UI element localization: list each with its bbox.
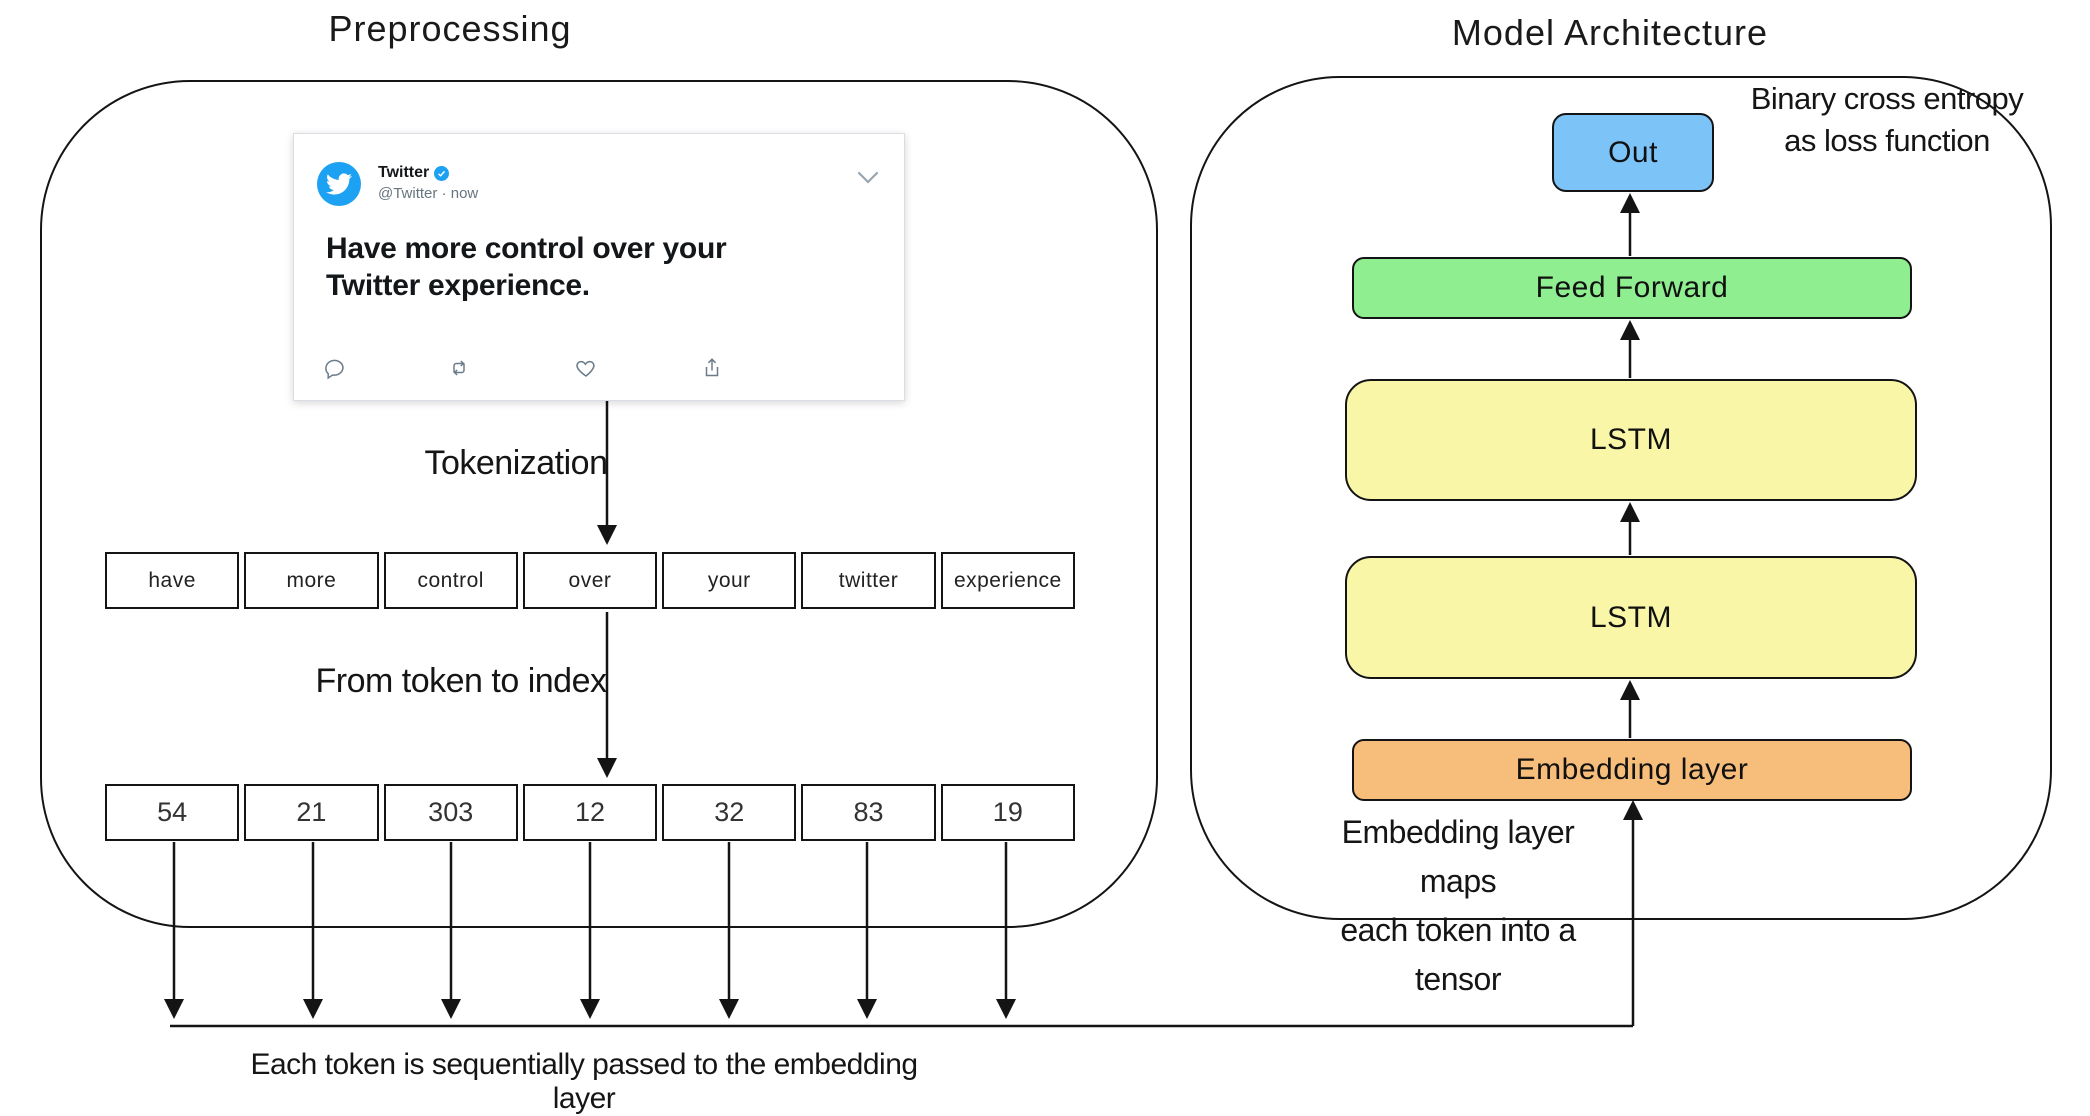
index-cell: 19 <box>940 784 1075 841</box>
twitter-avatar <box>317 162 361 206</box>
feed-forward-label: Feed Forward <box>1535 271 1729 304</box>
like-icon[interactable] <box>574 356 598 380</box>
preprocessing-title: Preprocessing <box>328 8 572 49</box>
preprocessing-container <box>40 80 1158 928</box>
token-row: have more control over your twitter expe… <box>105 552 1075 609</box>
model-architecture-title: Model Architecture <box>1451 12 1769 53</box>
lstm2-label: LSTM <box>1589 600 1672 634</box>
tweet-text: Have more control over your Twitter expe… <box>326 230 886 304</box>
from-token-to-index-label: From token to index <box>315 662 607 700</box>
tweet-author-row: Twitter <box>378 164 478 182</box>
share-icon[interactable] <box>700 356 724 380</box>
index-cell: 21 <box>244 784 379 841</box>
loss-note-line2: as loss function <box>1784 123 1990 158</box>
tweet-text-line2: Twitter experience. <box>326 269 590 302</box>
tokenization-label: Tokenization <box>424 444 608 482</box>
tweet-author-name: Twitter <box>378 164 430 181</box>
index-row: 54 21 303 12 32 83 19 <box>105 784 1075 841</box>
token-cell: experience <box>940 552 1075 609</box>
out-box-label: Out <box>1608 135 1658 169</box>
lstm-box-2: LSTM <box>1345 556 1917 679</box>
embedding-layer-box: Embedding layer <box>1352 739 1912 801</box>
tweet-card: Twitter @Twitter · now Have more control… <box>293 133 905 401</box>
token-cell: have <box>105 552 240 609</box>
lstm-box-1: LSTM <box>1345 379 1917 501</box>
token-cell: control <box>383 552 518 609</box>
verified-badge-icon <box>434 165 450 181</box>
out-box: Out <box>1552 113 1714 192</box>
embedding-note-line2: each token into a tensor <box>1340 912 1576 997</box>
embedding-note-line1: Embedding layer maps <box>1341 814 1575 899</box>
index-cell: 12 <box>522 784 658 841</box>
twitter-bird-icon <box>326 173 352 195</box>
token-cell: your <box>662 552 797 609</box>
chevron-down-icon[interactable] <box>856 170 880 186</box>
token-cell: more <box>244 552 379 609</box>
index-cell: 32 <box>662 784 797 841</box>
lstm1-label: LSTM <box>1589 423 1672 456</box>
feed-forward-box: Feed Forward <box>1352 257 1912 319</box>
reply-icon[interactable] <box>322 356 346 380</box>
token-cell: over <box>522 552 658 609</box>
loss-function-note: Binary cross entropy as loss function <box>1732 78 2042 162</box>
embedding-layer-label: Embedding layer <box>1515 753 1749 786</box>
index-cell: 54 <box>105 784 240 841</box>
embedding-note: Embedding layer maps each token into a t… <box>1308 808 1608 1004</box>
token-cell: twitter <box>801 552 936 609</box>
index-cell: 303 <box>383 784 518 841</box>
tweet-text-line1: Have more control over your <box>326 232 727 265</box>
bottom-caption: Each token is sequentially passed to the… <box>250 1048 918 1115</box>
tweet-handle: @Twitter · now <box>378 185 479 202</box>
loss-note-line1: Binary cross entropy <box>1750 81 2024 116</box>
index-cell: 83 <box>801 784 936 841</box>
model-architecture-container <box>1190 76 2052 920</box>
retweet-icon[interactable] <box>447 356 471 380</box>
